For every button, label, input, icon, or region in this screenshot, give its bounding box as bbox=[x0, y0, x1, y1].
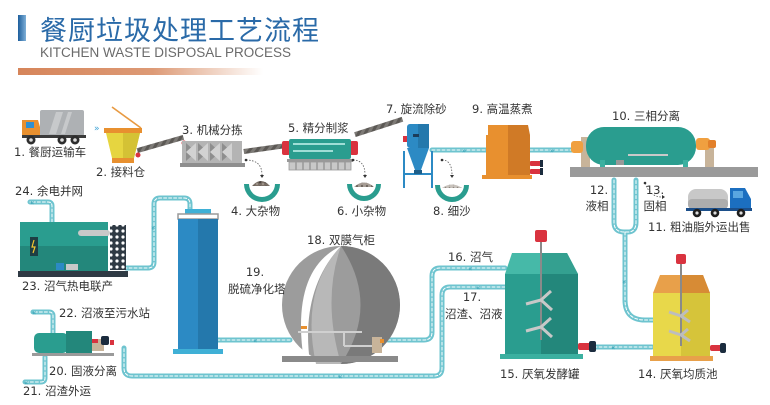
step-16-label: 16. 沼气 bbox=[448, 250, 493, 264]
title-accent-bar bbox=[18, 15, 26, 41]
flow-arrow-icon: » bbox=[149, 226, 157, 230]
bowl-small-debris-icon bbox=[347, 182, 381, 201]
flow-arrow-icon: « bbox=[476, 284, 480, 292]
mechanical-sorter-icon bbox=[180, 141, 245, 167]
step-8-label: 8. 细沙 bbox=[433, 204, 471, 218]
step-24-label: 24. 余电并网 bbox=[15, 184, 83, 198]
step-2-label: 2. 接料仓 bbox=[96, 165, 146, 179]
step-9-label: 9. 高温蒸煮 bbox=[472, 102, 533, 116]
page-title: 餐厨垃圾处理工艺流程 bbox=[40, 16, 320, 47]
step-5-label: 5. 精分制浆 bbox=[288, 121, 349, 135]
bowl-fine-sand-icon bbox=[435, 184, 469, 202]
desulfurization-tower-icon bbox=[173, 209, 223, 354]
anaerobic-fermenter-tank-icon bbox=[500, 230, 596, 359]
title-underline bbox=[18, 68, 263, 75]
step-4-label: 4. 大杂物 bbox=[231, 204, 281, 218]
step-15-label: 15. 厌氧发酵罐 bbox=[500, 367, 580, 381]
tanker-truck-icon bbox=[686, 188, 752, 218]
screw-conveyor bbox=[136, 134, 185, 153]
step-19-label: 脱硫净化塔 bbox=[228, 282, 286, 296]
pulper-icon bbox=[282, 139, 358, 171]
flow-arrow-icon: « bbox=[32, 309, 36, 317]
step-19-number: 19. bbox=[245, 265, 265, 279]
flow-arrow-icon: » bbox=[550, 147, 554, 155]
step-18-label: 18. 双膜气柜 bbox=[307, 233, 375, 247]
double-membrane-gas-holder-icon bbox=[282, 246, 400, 364]
garbage-truck-icon bbox=[22, 110, 86, 145]
flow-arrow-icon: « bbox=[611, 344, 615, 352]
screw-conveyor bbox=[354, 116, 404, 138]
step-3-label: 3. 机械分拣 bbox=[182, 123, 243, 137]
step-6-label: 6. 小杂物 bbox=[337, 204, 387, 218]
flow-arrow-icon: » bbox=[462, 147, 466, 155]
flow-arrow-icon: « bbox=[24, 379, 28, 387]
solid-liquid-separator-icon bbox=[32, 331, 114, 356]
pipes bbox=[22, 147, 658, 385]
step-20-label: 20. 固液分离 bbox=[49, 364, 117, 378]
step-11-label: 11. 粗油脂外运出售 bbox=[648, 220, 751, 234]
step-23-label: 23. 沼气热电联产 bbox=[22, 279, 113, 293]
step-7-label: 7. 旋流除砂 bbox=[386, 102, 447, 116]
pipe-joint bbox=[625, 301, 626, 302]
step-21-label: 21. 沼渣外运 bbox=[23, 384, 91, 398]
bowl-large-debris-icon bbox=[244, 181, 280, 202]
step-17-number: 17. bbox=[462, 290, 482, 304]
flow-arrow-icon: « bbox=[30, 199, 34, 207]
pipe-biogas bbox=[385, 265, 508, 343]
step-1-label: 1. 餐厨运输车 bbox=[14, 145, 87, 159]
step-14-label: 14. 厌氧均质池 bbox=[638, 367, 718, 381]
step-12-number: 12. bbox=[589, 183, 609, 197]
cyclone-desander-icon bbox=[403, 124, 433, 188]
drop-arrows bbox=[245, 159, 663, 198]
step-13-number: 13. bbox=[645, 183, 665, 197]
flow-arrows: » » » » « « « « « » « « « bbox=[24, 124, 628, 387]
step-22-label: 22. 沼液至污水站 bbox=[59, 306, 150, 320]
flow-arrow-icon: « bbox=[338, 373, 342, 381]
step-13-label: 固相 bbox=[643, 199, 667, 213]
screw-conveyor bbox=[243, 143, 284, 154]
flow-arrow-icon: » bbox=[94, 124, 100, 134]
high-temp-cooker-icon bbox=[482, 125, 543, 179]
page-subtitle: KITCHEN WASTE DISPOSAL PROCESS bbox=[40, 45, 292, 60]
flow-arrow-icon: « bbox=[468, 265, 472, 273]
flow-arrow-icon: « bbox=[253, 337, 257, 345]
three-phase-separator-icon bbox=[570, 127, 758, 177]
flow-arrow-icon: » bbox=[620, 280, 628, 284]
step-12-label: 液相 bbox=[585, 199, 609, 213]
chp-generator-icon bbox=[18, 222, 128, 277]
drop-arrow-heads bbox=[244, 158, 665, 199]
hopper-icon bbox=[104, 106, 142, 163]
anaerobic-homogenizer-tank-icon bbox=[650, 254, 726, 361]
fitting bbox=[135, 152, 141, 158]
step-17-label: 沼渣、沼液 bbox=[445, 307, 503, 321]
step-10-label: 10. 三相分离 bbox=[612, 109, 680, 123]
